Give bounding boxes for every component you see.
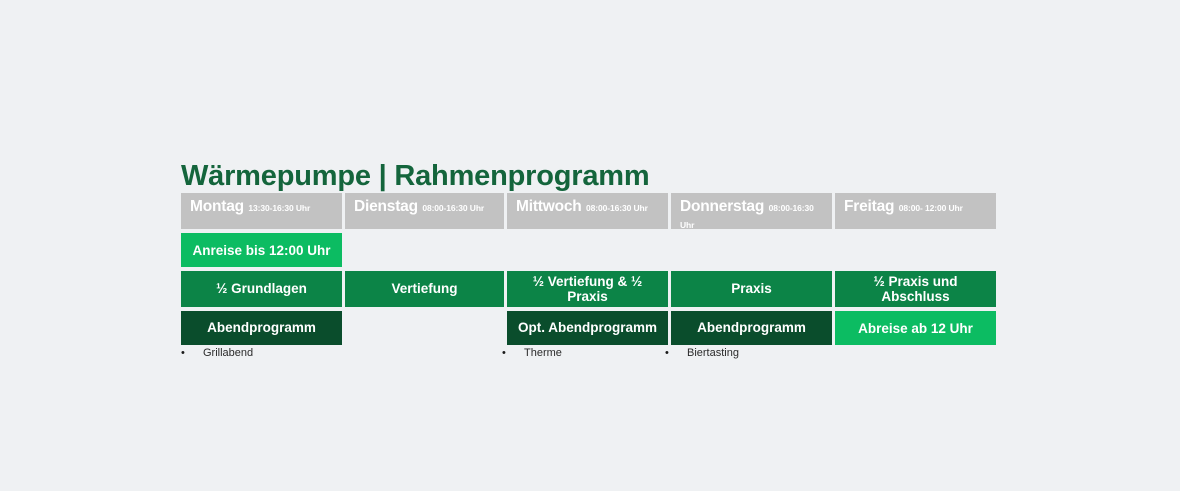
bullet-icon: •	[502, 346, 506, 359]
table-evening-row: Abendprogramm Opt. Abendprogramm Abendpr…	[181, 311, 996, 345]
evening-cell-dienstag	[345, 311, 504, 345]
evening-cell-mittwoch: Opt. Abendprogramm	[507, 311, 668, 345]
program-cell-donnerstag: Praxis	[671, 271, 832, 307]
day-header-time: 08:00-16:30 Uhr	[422, 203, 485, 213]
day-header-name: Dienstag	[354, 198, 418, 215]
arrival-cell-mittwoch	[507, 233, 668, 267]
program-cell-mittwoch: ½ Vertiefung & ½ Praxis	[507, 271, 668, 307]
program-cell-freitag: ½ Praxis und Abschluss	[835, 271, 996, 307]
arrival-cell-freitag	[835, 233, 996, 267]
day-header-dienstag: Dienstag 08:00-16:30 Uhr	[345, 193, 504, 229]
table-program-row: ½ Grundlagen Vertiefung ½ Vertiefung & ½…	[181, 271, 996, 307]
day-header-time: 08:00- 12:00 Uhr	[898, 203, 963, 213]
day-header-freitag: Freitag 08:00- 12:00 Uhr	[835, 193, 996, 229]
list-item-label: Biertasting	[687, 347, 739, 359]
evening-cell-donnerstag: Abendprogramm	[671, 311, 832, 345]
arrival-cell-dienstag	[345, 233, 504, 267]
bullet-icon: •	[181, 346, 185, 359]
page-title: Wärmepumpe | Rahmenprogramm	[181, 160, 650, 192]
schedule-table: Montag 13:30-16:30 Uhr Dienstag 08:00-16…	[181, 193, 996, 345]
day-header-time: 13:30-16:30 Uhr	[248, 203, 311, 213]
list-item: • Therme	[502, 347, 562, 359]
bullet-icon: •	[665, 346, 669, 359]
list-item: • Grillabend	[181, 347, 253, 359]
evening-cell-freitag: Abreise ab 12 Uhr	[835, 311, 996, 345]
arrival-cell-montag: Anreise bis 12:00 Uhr	[181, 233, 342, 267]
list-item-label: Grillabend	[203, 347, 254, 359]
day-header-name: Donnerstag	[680, 198, 765, 215]
day-header-mittwoch: Mittwoch 08:00-16:30 Uhr	[507, 193, 668, 229]
table-header-row: Montag 13:30-16:30 Uhr Dienstag 08:00-16…	[181, 193, 996, 229]
day-header-montag: Montag 13:30-16:30 Uhr	[181, 193, 342, 229]
list-item: • Biertasting	[665, 347, 739, 359]
bullet-note-list: • Grillabend • Therme • Biertasting	[181, 347, 987, 365]
day-header-name: Montag	[190, 198, 244, 215]
day-header-time: 08:00-16:30 Uhr	[680, 203, 814, 229]
day-header-name: Mittwoch	[516, 198, 582, 215]
program-cell-dienstag: Vertiefung	[345, 271, 504, 307]
table-arrival-row: Anreise bis 12:00 Uhr	[181, 233, 987, 267]
day-header-donnerstag: Donnerstag 08:00-16:30 Uhr	[671, 193, 832, 229]
day-header-name: Freitag	[844, 198, 895, 215]
arrival-cell-donnerstag	[671, 233, 832, 267]
list-item-label: Therme	[524, 347, 562, 359]
day-header-time: 08:00-16:30 Uhr	[586, 203, 648, 213]
program-cell-montag: ½ Grundlagen	[181, 271, 342, 307]
evening-cell-montag: Abendprogramm	[181, 311, 342, 345]
